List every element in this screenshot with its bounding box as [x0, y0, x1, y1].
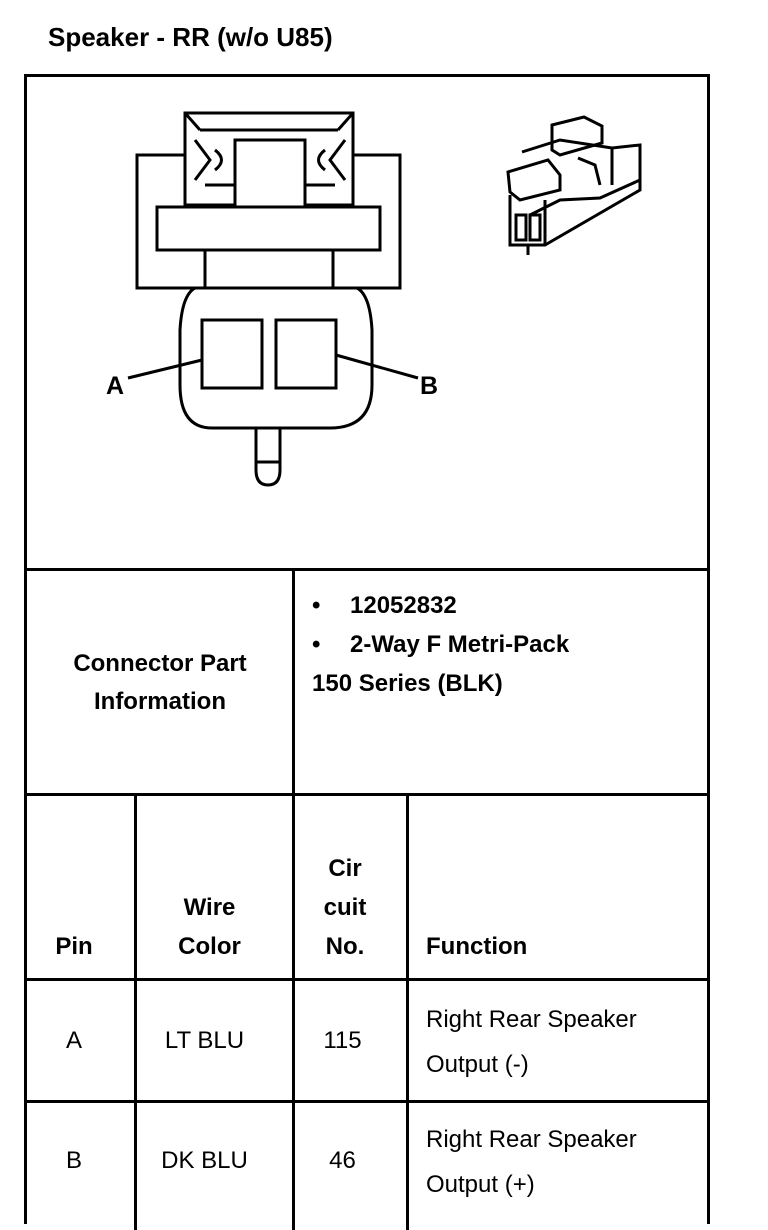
row-a-function: Right Rear Speaker Output (-): [426, 997, 637, 1087]
divider: [134, 793, 137, 1230]
bullet-icon: •: [312, 631, 321, 658]
divider: [24, 793, 710, 796]
divider: [406, 793, 409, 1230]
header-line: No.: [325, 933, 365, 960]
row-b-wire-color: DK BLU: [161, 1147, 248, 1174]
header-wire-color: Wire Color: [137, 888, 282, 966]
part-number: 12052832: [350, 592, 457, 619]
row-b-circuit: 46: [329, 1147, 356, 1174]
row-a-circuit: 115: [323, 1027, 362, 1054]
pin-b-callout: B: [420, 372, 438, 400]
header-line: Color: [178, 933, 241, 960]
connector-part-info-label: Connector Part Information: [27, 572, 293, 794]
list-item: • 2-Way F Metri-Pack: [312, 625, 569, 664]
row-b-pin: B: [65, 1147, 82, 1174]
connector-isometric-illustration: [506, 115, 642, 255]
row-a-wire-color: LT BLU: [164, 1027, 245, 1054]
divider: [24, 1100, 710, 1103]
header-line: Wire: [183, 894, 236, 921]
divider: [24, 568, 710, 571]
connector-table-frame: [24, 74, 710, 1224]
connector-series: 150 Series (BLK): [312, 670, 503, 697]
function-line: Right Rear Speaker: [426, 1006, 637, 1033]
pin-a-callout: A: [106, 372, 124, 400]
header-function: Function: [426, 933, 528, 960]
list-item: • 12052832: [312, 586, 569, 625]
connector-face-diagram: A B: [106, 111, 642, 487]
header-circuit-no: Cir cuit No.: [295, 849, 395, 966]
function-line: Output (+): [426, 1171, 535, 1198]
divider: [292, 568, 295, 1230]
divider: [24, 978, 710, 981]
page-title: Speaker - RR (w/o U85): [48, 22, 333, 52]
label-line: Connector Part: [73, 650, 247, 677]
header-pin: Pin: [55, 933, 93, 960]
row-b-function: Right Rear Speaker Output (+): [426, 1117, 637, 1207]
row-a-pin: A: [65, 1027, 82, 1054]
header-line: Cir: [328, 855, 362, 882]
header-line: cuit: [323, 894, 367, 921]
function-line: Output (-): [426, 1051, 529, 1078]
label-line: Information: [93, 688, 226, 715]
connector-type: 2-Way F Metri-Pack: [350, 631, 570, 658]
connector-part-info-values: • 12052832 • 2-Way F Metri-Pack 150 Series…: [312, 586, 569, 703]
function-line: Right Rear Speaker: [426, 1126, 637, 1153]
bullet-icon: •: [312, 592, 321, 619]
